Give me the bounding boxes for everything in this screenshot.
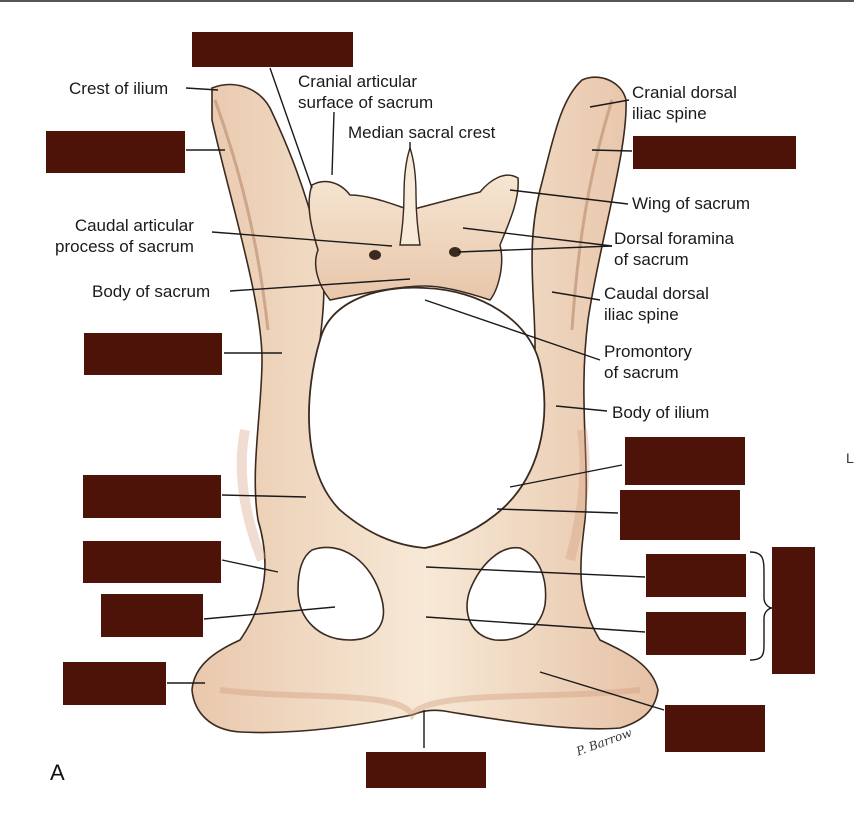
label-body-of-sacrum: Body of sacrum [92, 282, 211, 301]
pelvic-canal [308, 286, 546, 549]
answer-box-right-6[interactable] [665, 705, 765, 752]
answer-box-left-2[interactable] [84, 333, 222, 375]
dorsal-foramen-left [369, 250, 381, 260]
answer-box-left-1[interactable] [46, 131, 185, 173]
leader-dorsal-foramina-2 [457, 245, 613, 253]
label-crest-of-ilium: Crest of ilium [69, 79, 169, 98]
leader-lines [167, 67, 773, 748]
leader-body-of-ilium [555, 405, 608, 412]
leader-cranial-articular [331, 111, 335, 176]
leader-left-box-5 [203, 606, 336, 620]
ischial-shading [219, 687, 641, 721]
group-brace [749, 551, 773, 661]
answer-box-left-3[interactable] [83, 475, 221, 518]
label-wing-of-sacrum: Wing of sacrum [632, 194, 751, 213]
answer-box-left-6[interactable] [63, 662, 166, 705]
panel-letter: A [50, 760, 65, 785]
leader-left-box-3 [221, 494, 307, 498]
leader-top-box [269, 67, 313, 189]
label-median-sacral-crest: Median sacral crest [348, 123, 496, 142]
left-ilium-shading [213, 99, 270, 331]
answer-box-right-2[interactable] [625, 437, 745, 485]
leader-dorsal-foramina-1 [462, 227, 613, 247]
leader-caudal-dorsal-spine [551, 291, 601, 301]
leader-right-box-3 [496, 508, 619, 514]
right-body-shading [565, 429, 590, 562]
leader-body-of-sacrum [229, 278, 411, 292]
median-sacral-crest-shape [399, 145, 421, 246]
answer-box-right-1[interactable] [633, 136, 796, 169]
leader-right-box-5 [425, 616, 646, 633]
label-cranial-dorsal-iliac-spine: Cranial dorsal iliac spine [632, 83, 737, 123]
right-ilium-shading [570, 99, 614, 331]
answer-box-left-4[interactable] [83, 541, 221, 583]
leader-cranial-dorsal-spine [589, 99, 630, 108]
answer-box-group[interactable] [772, 547, 815, 674]
dorsal-foramen-right [449, 247, 461, 257]
answer-box-left-5[interactable] [101, 594, 203, 637]
left-obturator-foramen [297, 546, 385, 641]
label-caudal-dorsal-iliac-spine: Caudal dorsal iliac spine [604, 284, 709, 324]
leader-right-box-4 [425, 566, 646, 578]
answer-box-top[interactable] [192, 32, 353, 67]
leader-promontory [424, 299, 601, 361]
answer-box-right-4[interactable] [646, 554, 746, 597]
answer-box-right-3[interactable] [620, 490, 740, 540]
leader-right-box-2 [509, 464, 623, 488]
edge-char: L [846, 450, 854, 466]
answer-box-bottom[interactable] [366, 752, 486, 788]
label-cranial-articular-surface: Cranial articular surface of sacrum [298, 72, 434, 112]
label-promontory-of-sacrum: Promontory of sacrum [604, 342, 692, 382]
leader-left-box-4 [221, 559, 279, 573]
label-body-of-ilium: Body of ilium [612, 403, 710, 422]
leader-crest-of-ilium [185, 87, 219, 91]
label-dorsal-foramina: Dorsal foramina of sacrum [614, 229, 734, 269]
leader-right-box-6 [539, 671, 665, 711]
leader-caudal-articular [211, 231, 393, 247]
label-caudal-articular-process: Caudal articular process of sacrum [55, 216, 194, 256]
leader-right-box-1 [591, 149, 633, 152]
leader-wing-of-sacrum [509, 189, 629, 205]
left-body-shading [236, 429, 267, 562]
answer-box-right-5[interactable] [646, 612, 746, 655]
